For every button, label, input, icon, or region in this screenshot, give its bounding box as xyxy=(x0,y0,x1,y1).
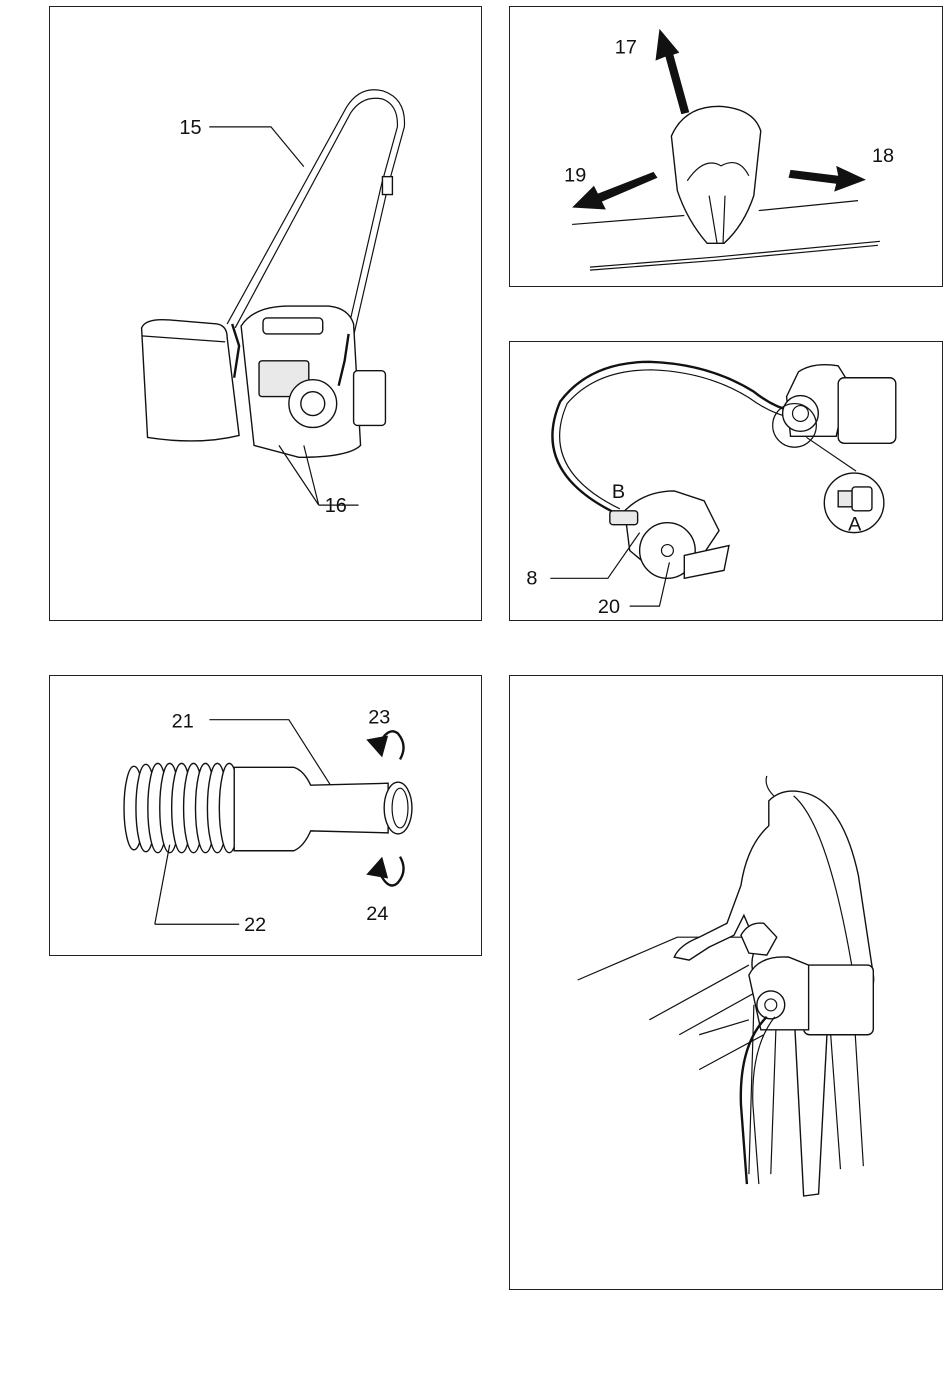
hose-connection-illustration: B A 8 20 xyxy=(510,342,942,620)
shoulder-pad xyxy=(671,106,760,243)
callout-port-b: B xyxy=(612,481,625,503)
dust-nozzle xyxy=(610,511,638,525)
hose-cuff-illustration: 21 23 24 22 xyxy=(50,676,481,955)
callout-strap: 15 xyxy=(179,117,201,139)
strap-buckle xyxy=(382,177,392,195)
figure-operator-view xyxy=(509,675,943,1290)
arrow-up xyxy=(656,29,690,114)
callout-dust-nozzle: 8 xyxy=(526,567,537,589)
collector-bag-on-hip xyxy=(804,965,874,1035)
leader-8 xyxy=(550,533,639,579)
strap-adjust-illustration: 17 18 19 xyxy=(510,7,942,286)
hose-cuff xyxy=(234,767,388,850)
figure-hose-connection: B A 8 20 xyxy=(509,341,943,621)
battery xyxy=(354,371,386,426)
collector-hip-inlet xyxy=(757,991,785,1019)
dust-bag xyxy=(142,320,240,441)
callout-turn-cw: 23 xyxy=(368,707,390,729)
callout-turn-ccw: 24 xyxy=(366,903,388,925)
callout-up: 17 xyxy=(615,37,637,59)
operator-illustration xyxy=(510,676,942,1289)
callout-right: 18 xyxy=(872,145,894,167)
callout-hose: 22 xyxy=(244,914,266,936)
strap-illustration: 15 16 xyxy=(50,7,481,620)
hose-down xyxy=(741,1017,767,1184)
callout-adapter-a: A xyxy=(848,514,862,536)
adapter-a xyxy=(852,487,872,511)
leader-15 xyxy=(209,127,304,167)
figure-strap: 15 16 xyxy=(49,6,482,621)
strap-hook-left xyxy=(232,324,239,378)
callout-cuff: 21 xyxy=(172,711,194,733)
ribbed-hose xyxy=(124,763,239,852)
handle xyxy=(263,318,323,334)
figure-strap-adjust: 17 18 19 xyxy=(509,6,943,287)
callout-hooks: 16 xyxy=(325,495,347,517)
collector-bag xyxy=(838,378,896,444)
figure-hose-cuff: 21 23 24 22 xyxy=(49,675,482,956)
callout-left: 19 xyxy=(564,165,586,187)
arrow-right xyxy=(789,166,866,192)
callout-saw: 20 xyxy=(598,596,620,618)
